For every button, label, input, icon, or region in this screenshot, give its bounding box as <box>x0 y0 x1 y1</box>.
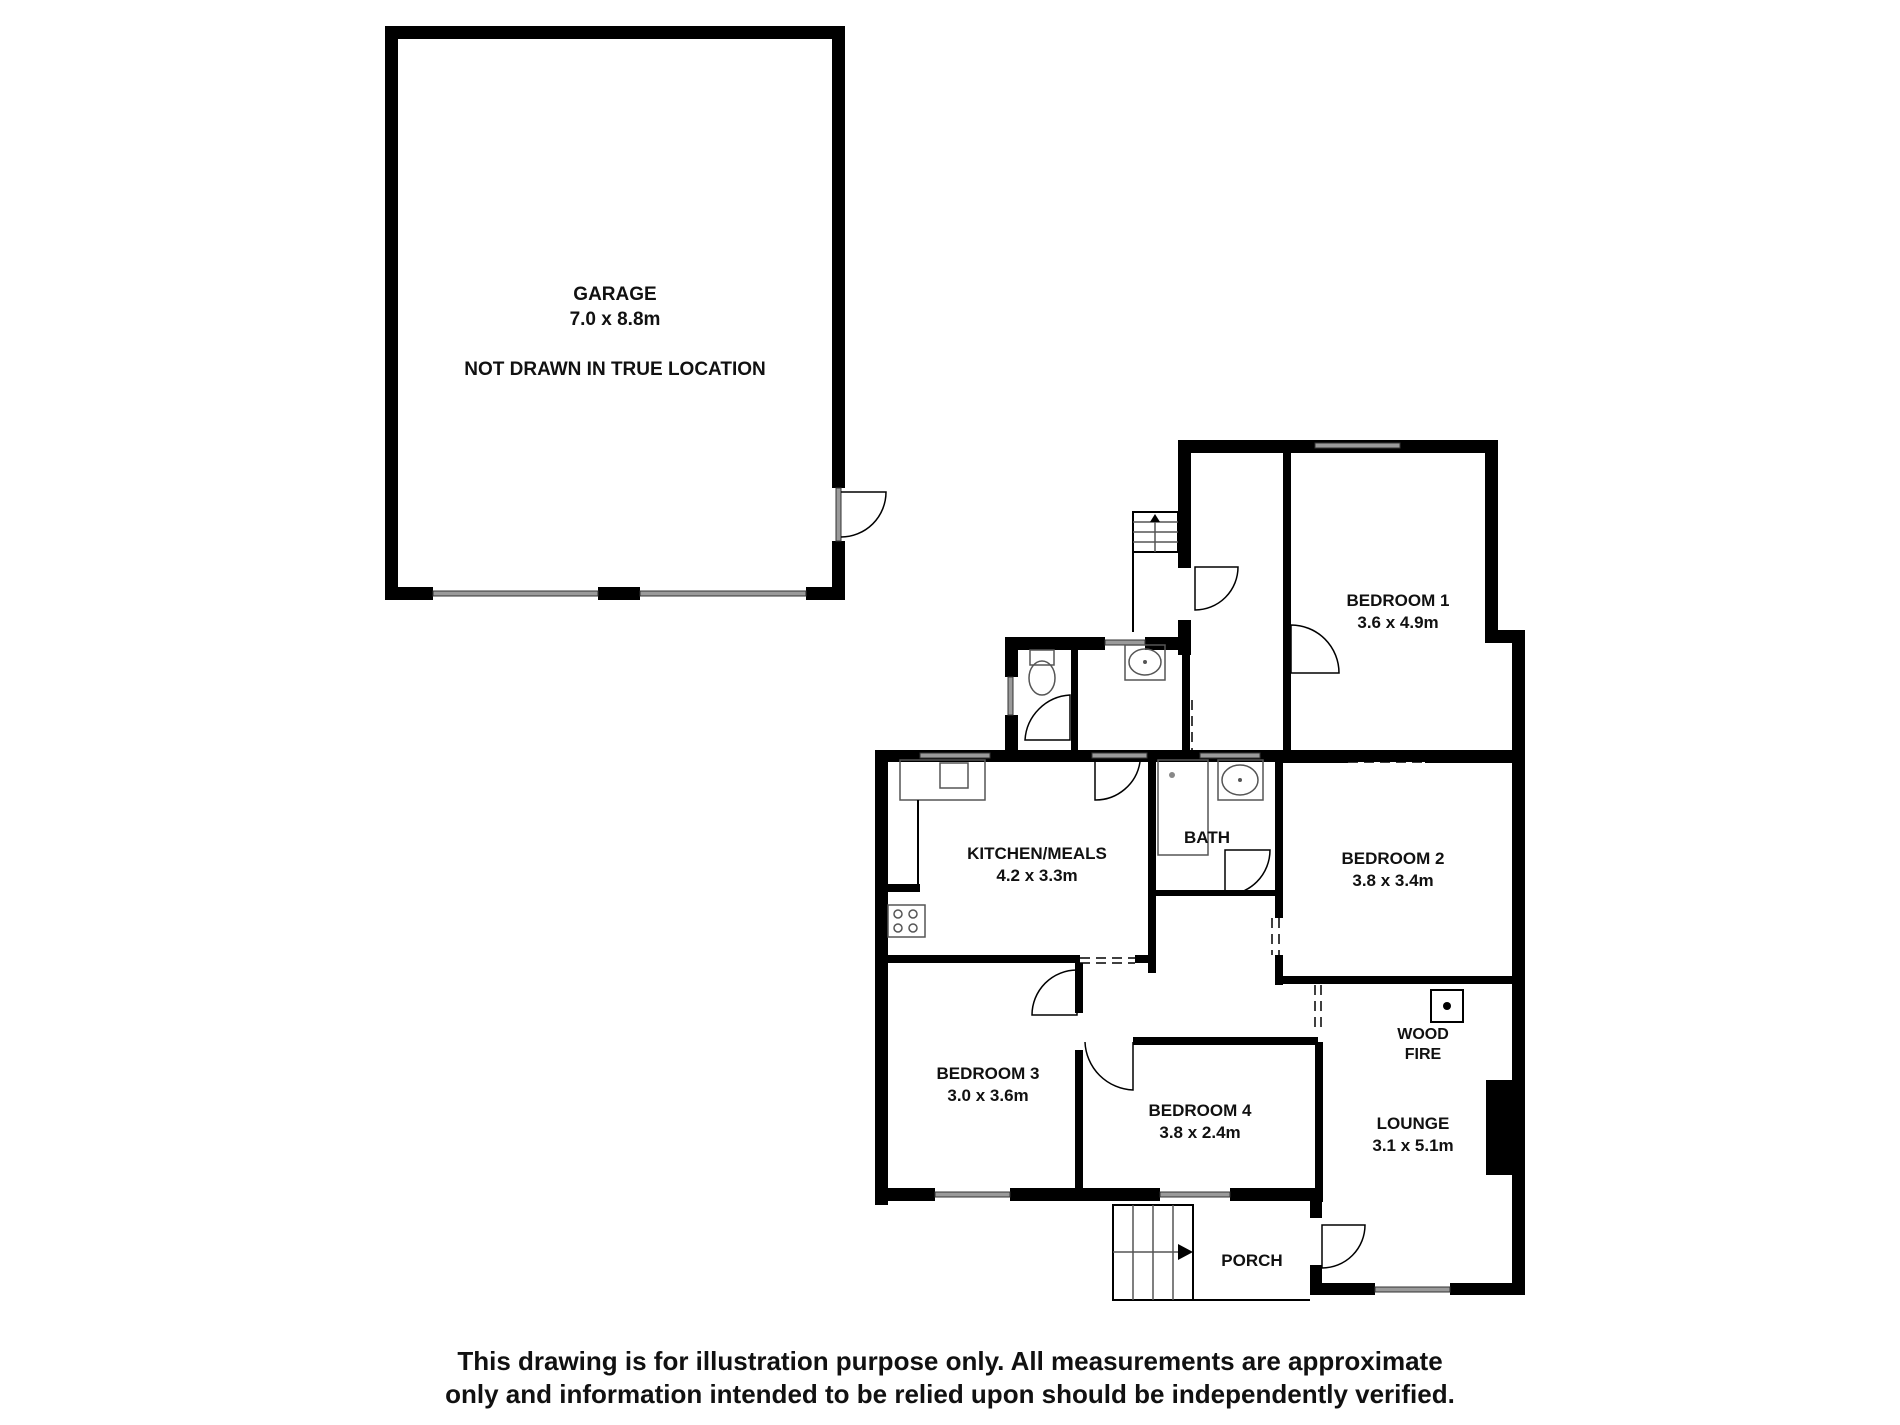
door-swing-icon <box>1290 624 1340 674</box>
shower-icon <box>1157 759 1209 856</box>
room-label-porch: PORCH <box>1221 1251 1283 1270</box>
window-icon <box>919 752 991 759</box>
door-swing-icon <box>1094 761 1141 801</box>
room-label-bedroom-1: BEDROOM 1 3.6 x 4.9m <box>1346 591 1450 632</box>
window-icon <box>934 1191 1011 1198</box>
door-swing-icon <box>1224 849 1271 896</box>
wood-fire-icon <box>1430 989 1464 1023</box>
garage-label: GARAGE 7.0 x 8.8m NOT DRAWN IN TRUE LOCA… <box>464 284 766 380</box>
door-swing-icon <box>1031 969 1078 1016</box>
room-label-bedroom-4: BEDROOM 4 3.8 x 2.4m <box>1148 1101 1252 1142</box>
house-walls <box>875 440 1525 1295</box>
window-icon <box>1007 676 1014 716</box>
door-swing-icon <box>1084 1041 1134 1091</box>
opening <box>1271 918 1280 955</box>
window-icon <box>639 590 807 597</box>
room-label-bedroom-2: BEDROOM 2 3.8 x 3.4m <box>1341 849 1445 890</box>
garage-outline <box>385 26 887 600</box>
room-label-kitchen-meals: KITCHEN/MEALS 4.2 x 3.3m <box>967 844 1107 885</box>
toilet-icon <box>1028 649 1056 696</box>
windows <box>919 442 1451 1293</box>
door-swing-icon <box>1321 1224 1366 1269</box>
opening <box>1080 957 1135 964</box>
window-icon <box>1091 752 1148 759</box>
room-label-lounge: LOUNGE 3.1 x 5.1m <box>1372 1114 1454 1155</box>
room-label-bath: BATH <box>1184 828 1230 847</box>
window-icon <box>1199 752 1261 759</box>
opening <box>1185 700 1193 750</box>
doors <box>1024 566 1366 1269</box>
window-icon <box>432 590 599 597</box>
door-swing-icon <box>840 491 887 538</box>
window-icon <box>1159 1191 1231 1198</box>
door-swing-icon <box>1194 566 1239 611</box>
room-label-wood-fire: WOOD FIRE <box>1397 1026 1449 1063</box>
opening <box>1348 755 1425 763</box>
opening <box>1314 985 1322 1030</box>
basin-icon <box>1124 644 1166 681</box>
cooktop-icon <box>887 904 926 938</box>
window-icon <box>1314 442 1401 449</box>
basin-icon <box>1217 759 1264 801</box>
window-icon <box>1374 1286 1451 1293</box>
door-swing-icon <box>835 487 842 542</box>
stairs-icon <box>1132 511 1179 632</box>
disclaimer: This drawing is for illustration purpose… <box>445 1346 1455 1409</box>
door-swing-icon <box>1024 694 1071 741</box>
stairs-icon <box>1112 1204 1310 1301</box>
sink-icon <box>899 759 986 885</box>
room-label-bedroom-3: BEDROOM 3 3.0 x 3.6m <box>936 1064 1040 1105</box>
